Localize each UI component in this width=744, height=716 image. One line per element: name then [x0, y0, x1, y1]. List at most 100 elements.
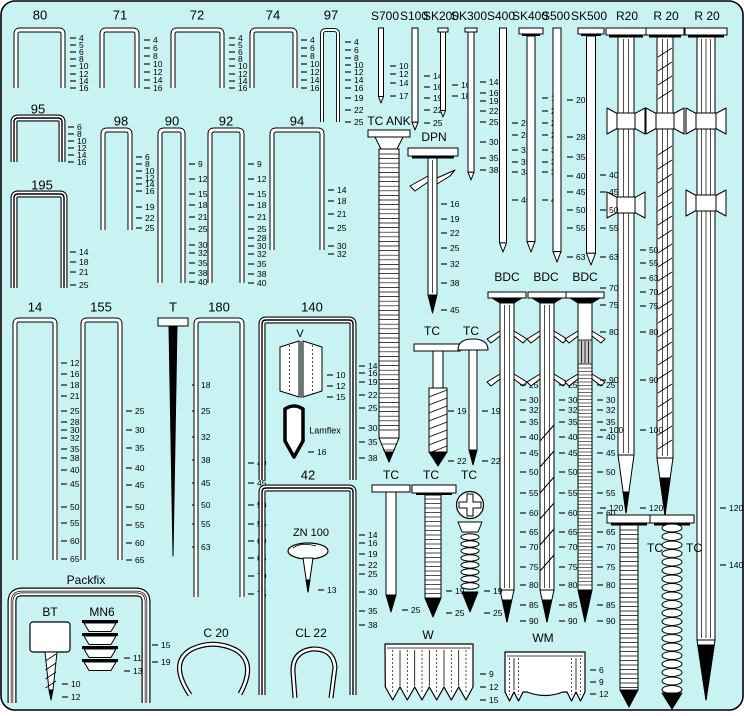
tick-value: 15: [161, 640, 171, 650]
tick-value: 55: [609, 223, 619, 233]
tick-value: 65: [135, 555, 145, 565]
tick-value: 25: [257, 224, 267, 234]
tick-value: 18: [461, 91, 471, 101]
bdc-1-label: BDC: [494, 270, 520, 284]
tick-value: 8: [238, 54, 243, 64]
tick-value: 25: [455, 608, 465, 618]
tick-value: 9: [599, 677, 604, 687]
tick-value: 16: [238, 83, 248, 93]
tick-value: 30: [70, 425, 80, 435]
tick-value: 75: [649, 301, 659, 311]
tick-value: 16: [461, 80, 471, 90]
tick-value: 35: [198, 258, 208, 268]
tick-value: 13: [133, 666, 143, 676]
tick-value: 12: [71, 692, 81, 702]
tick-value: 10: [145, 166, 155, 176]
tick-value: 4: [354, 37, 359, 47]
tick-value: 85: [529, 600, 539, 610]
tick-value: 25: [368, 569, 378, 579]
tick-value: 18: [201, 380, 211, 390]
tick-value: 25: [135, 406, 145, 416]
tick-value: 45: [529, 448, 539, 458]
tick-value: 35: [489, 153, 499, 163]
tick-value: 25: [411, 605, 421, 615]
tick-value: 25: [568, 380, 578, 390]
tick-value: 16: [354, 83, 364, 93]
tick-value: 8: [77, 129, 82, 139]
tick-scale-lamflex: 16: [308, 447, 327, 457]
tick-value: 50: [529, 467, 539, 477]
tick-value: 12: [399, 69, 409, 79]
tick-value: 50: [70, 502, 80, 512]
tick-value: 32: [568, 405, 578, 415]
item-pin-sk500: SK500: [571, 9, 607, 266]
tcank-label: TC ANK: [367, 114, 410, 128]
tick-value: 90: [649, 375, 659, 385]
tick-value: 35: [257, 259, 267, 269]
tick-value: 120: [609, 503, 623, 513]
tick-value: 30: [198, 240, 208, 250]
tick-value: 6: [238, 47, 243, 57]
tick-value: 19: [433, 93, 443, 103]
dpn-label: DPN: [421, 130, 446, 144]
tick-value: 40: [198, 277, 208, 287]
tick-value: 13: [327, 585, 337, 595]
tick-value: 28: [521, 130, 531, 140]
tick-value: 30: [368, 587, 378, 597]
tick-value: 4: [79, 33, 84, 43]
tick-value: 15: [489, 695, 499, 705]
tick-value: 10: [336, 370, 346, 380]
tick-value: 50: [135, 502, 145, 512]
tick-value: 120: [649, 503, 663, 513]
pin-s500-label: S500: [542, 9, 570, 23]
tick-value: 55: [576, 223, 586, 233]
tick-value: 70: [529, 542, 539, 552]
packfix-label: Packfix: [67, 573, 106, 587]
tick-value: 80: [609, 327, 619, 337]
tick-value: 22: [491, 456, 501, 466]
lamflex-label: Lamflex: [309, 425, 341, 435]
tick-value: 22: [433, 105, 443, 115]
tick-value: 16: [77, 157, 87, 167]
tick-value: 21: [79, 267, 89, 277]
tnail-t-label: T: [169, 299, 177, 314]
tick-value: 12: [79, 69, 89, 79]
tick-value: 65: [606, 527, 616, 537]
tick-value: 28: [257, 233, 267, 243]
tick-value: 38: [198, 268, 208, 278]
tick-value: 19: [493, 586, 503, 596]
tick-value: 16: [70, 369, 80, 379]
tick-value: 5: [238, 40, 243, 50]
tick-value: 10: [399, 61, 409, 71]
item-tcank: TC ANK: [367, 114, 411, 463]
tick-value: 45: [450, 305, 460, 315]
tick-scale-tc-plain: 25: [402, 605, 421, 615]
tick-value: 90: [606, 616, 616, 626]
tick-value: 12: [336, 381, 346, 391]
tick-value: 10: [79, 61, 89, 71]
staple-95-label: 95: [31, 101, 45, 116]
tc-ring-big-label: TC: [647, 541, 663, 555]
tick-value: 80: [606, 580, 616, 590]
tick-value: 65: [568, 527, 578, 537]
tick-value: 4: [310, 35, 315, 45]
